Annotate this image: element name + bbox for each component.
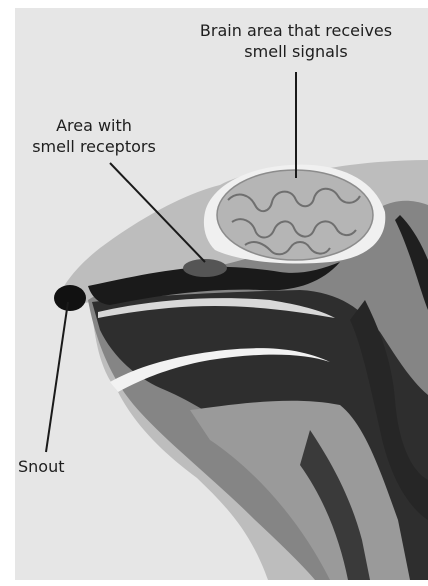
brain [217,170,373,260]
receptors-label-line-2: smell receptors [4,136,184,157]
smell-receptors-label: Area with smell receptors [4,115,184,157]
brain-area-label: Brain area that receives smell signals [176,20,416,62]
brain-label-line-2: smell signals [176,41,416,62]
receptors-label-line-1: Area with [4,115,184,136]
snout-nose [54,285,86,311]
snout-label: Snout [18,456,78,477]
brain-label-line-1: Brain area that receives [176,20,416,41]
snout-label-text: Snout [18,456,78,477]
